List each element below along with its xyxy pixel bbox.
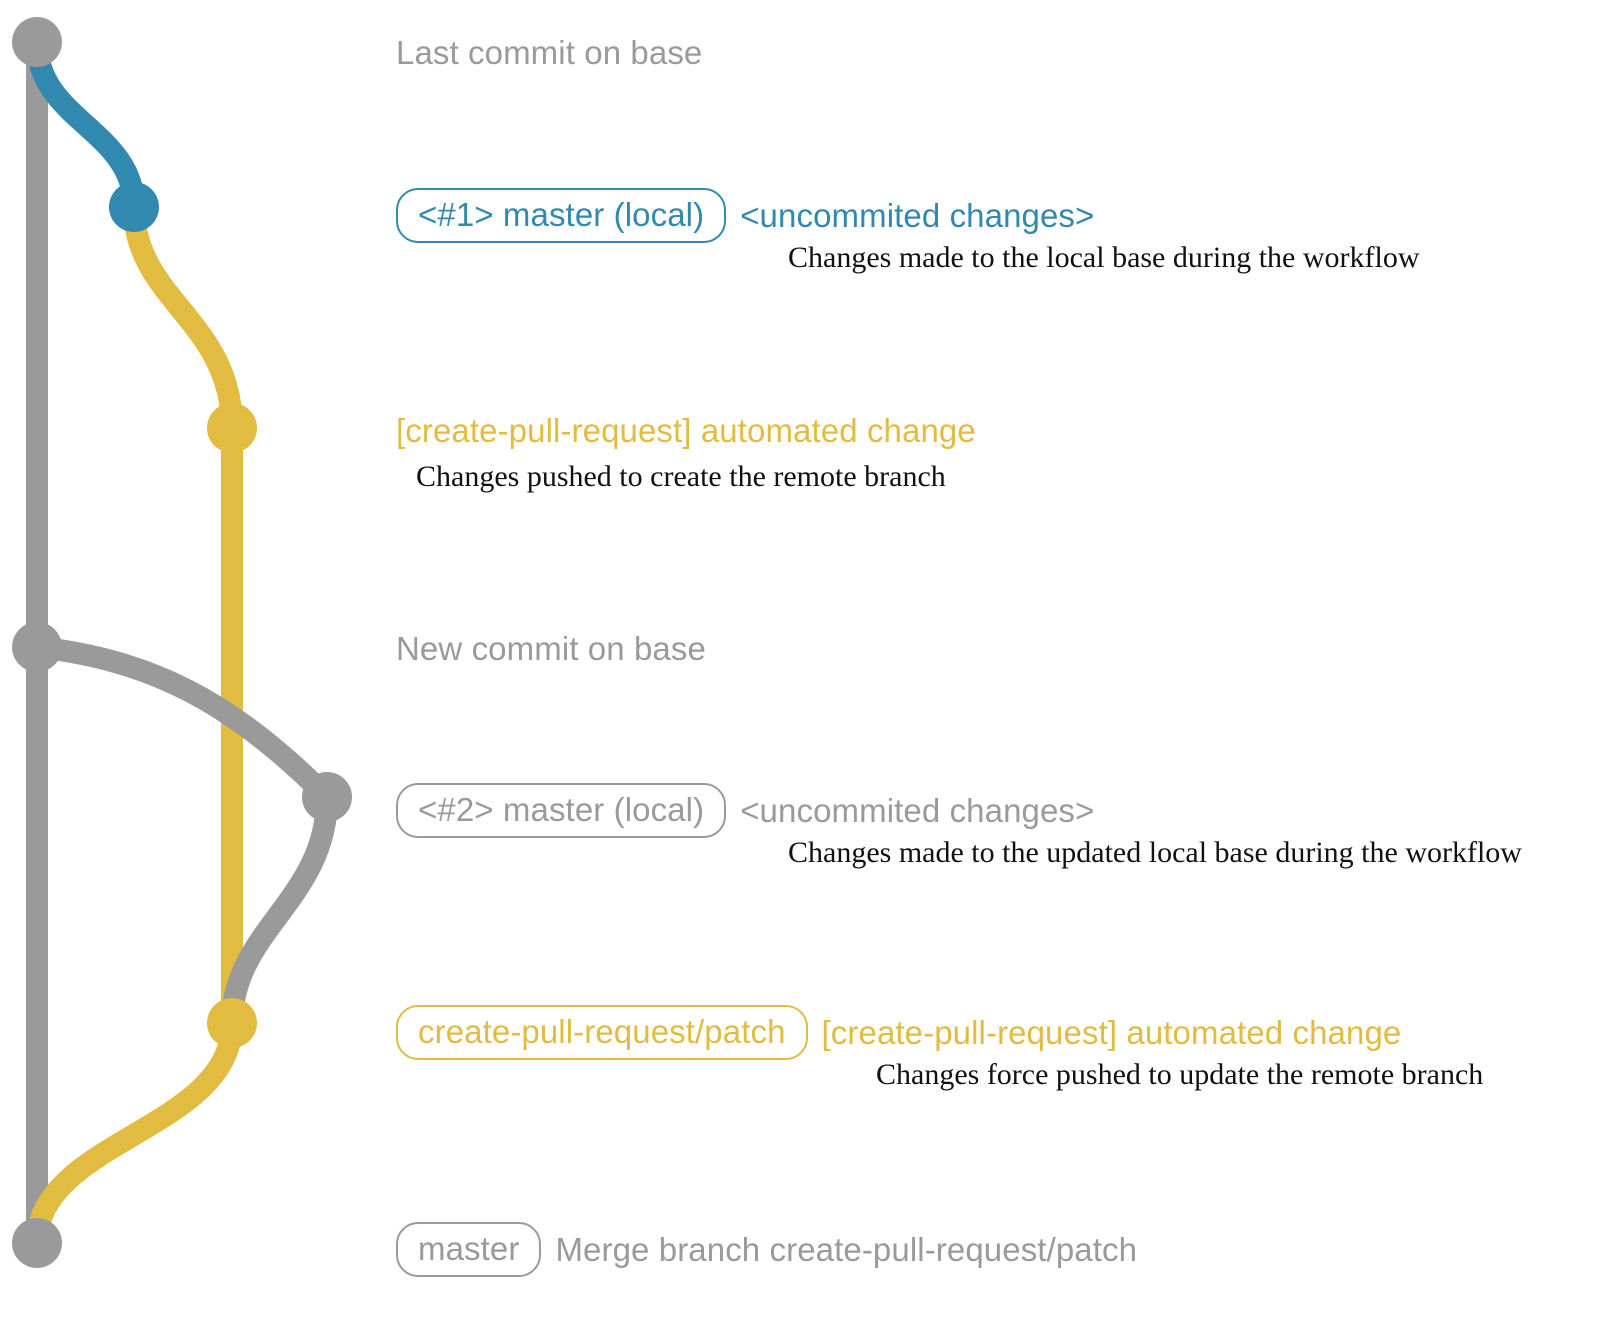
ref-badge-master-local-1[interactable]: <#1> master (local)	[396, 188, 727, 243]
commit-subject-master-local-1: <uncommited changes>	[740, 197, 1095, 234]
local-branch-line-1	[26, 41, 145, 208]
patch-branch-merge-line	[26, 1022, 243, 1244]
commit-node-automated-change-2[interactable]	[207, 998, 257, 1048]
commit-row-master-local-1: <#1> master (local) <uncommited changes>	[396, 188, 1094, 243]
ref-badge-master-local-2[interactable]: <#2> master (local)	[396, 783, 727, 838]
commit-row-new-commit-on-base: New commit on base	[396, 632, 706, 665]
commit-subject-master-local-2: <uncommited changes>	[740, 792, 1095, 829]
commit-row-automated-change-2: create-pull-request/patch [create-pull-r…	[396, 1005, 1401, 1060]
commit-node-automated-change-1[interactable]	[207, 403, 257, 453]
commit-subject-new-commit-on-base: New commit on base	[396, 630, 706, 667]
commit-subject-last-commit-on-base: Last commit on base	[396, 34, 703, 71]
commit-node-master-local-2[interactable]	[302, 772, 352, 822]
local-branch-merge-line	[221, 796, 338, 1024]
ref-badge-master[interactable]: master	[396, 1222, 542, 1277]
commit-row-merge-commit: master Merge branch create-pull-request/…	[396, 1222, 1137, 1277]
commit-description-master-local-2: Changes made to the updated local base d…	[788, 836, 1522, 869]
commit-node-new-commit-on-base[interactable]	[12, 622, 62, 672]
commit-node-merge-commit[interactable]	[12, 1218, 62, 1268]
commit-row-last-commit-on-base: Last commit on base	[396, 36, 702, 69]
commit-row-master-local-2: <#2> master (local) <uncommited changes>	[396, 783, 1094, 838]
commit-subject-automated-change-1: [create-pull-request] automated change	[396, 412, 976, 449]
commit-row-automated-change-1: [create-pull-request] automated change	[396, 414, 976, 447]
patch-branch-line-1	[123, 206, 243, 1023]
commit-node-master-local-1[interactable]	[109, 182, 159, 232]
commit-subject-automated-change-2: [create-pull-request] automated change	[821, 1014, 1402, 1051]
local-branch-line-2	[35, 636, 335, 805]
commit-description-automated-change-1: Changes pushed to create the remote bran…	[416, 460, 946, 493]
ref-badge-patch-branch[interactable]: create-pull-request/patch	[396, 1005, 808, 1060]
commit-subject-merge-commit: Merge branch create-pull-request/patch	[555, 1231, 1138, 1268]
commit-description-automated-change-2: Changes force pushed to update the remot…	[876, 1058, 1484, 1091]
commit-description-master-local-1: Changes made to the local base during th…	[788, 241, 1420, 274]
commit-node-last-commit-on-base[interactable]	[12, 17, 62, 67]
